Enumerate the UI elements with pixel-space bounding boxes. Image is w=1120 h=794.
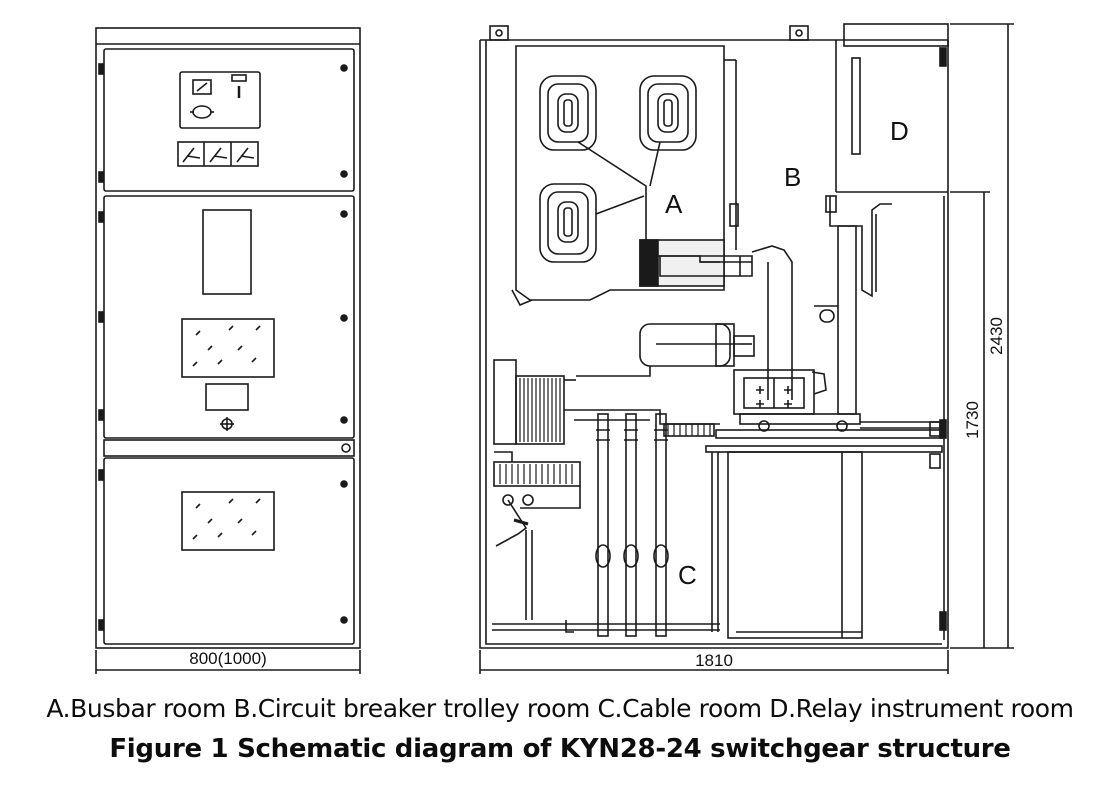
room-label-a: A: [665, 189, 683, 219]
cable-room-busbar: [493, 359, 720, 445]
busbar-bushing: [539, 183, 597, 263]
side-view: [479, 23, 1014, 674]
front-upper-door: [103, 48, 355, 192]
front-view: [95, 27, 361, 674]
front-lower-door: [103, 457, 355, 645]
figure-title: Figure 1 Schematic diagram of KYN28-24 s…: [109, 734, 1011, 764]
busbar-room-outline: [515, 45, 725, 301]
busbar-bushing: [639, 75, 697, 151]
room-label-d: D: [890, 116, 909, 146]
room-label-b: B: [784, 162, 801, 192]
total-height-dimension: 2430: [987, 317, 1006, 355]
side-depth-dimension: 1810: [695, 651, 733, 670]
earthing-switch: [493, 451, 581, 620]
cable: [623, 413, 639, 637]
front-width-dimension: 800(1000): [189, 649, 267, 668]
circuit-breaker-trolley: [733, 369, 861, 432]
room-legend-caption: A.Busbar room B.Circuit breaker trolley …: [46, 694, 1074, 723]
front-middle-door: [103, 195, 355, 439]
busbar-bushing: [539, 75, 597, 151]
cable: [595, 413, 611, 637]
cable: [653, 413, 669, 637]
room-label-c: C: [678, 560, 697, 590]
partial-height-dimension: 1730: [963, 401, 982, 439]
